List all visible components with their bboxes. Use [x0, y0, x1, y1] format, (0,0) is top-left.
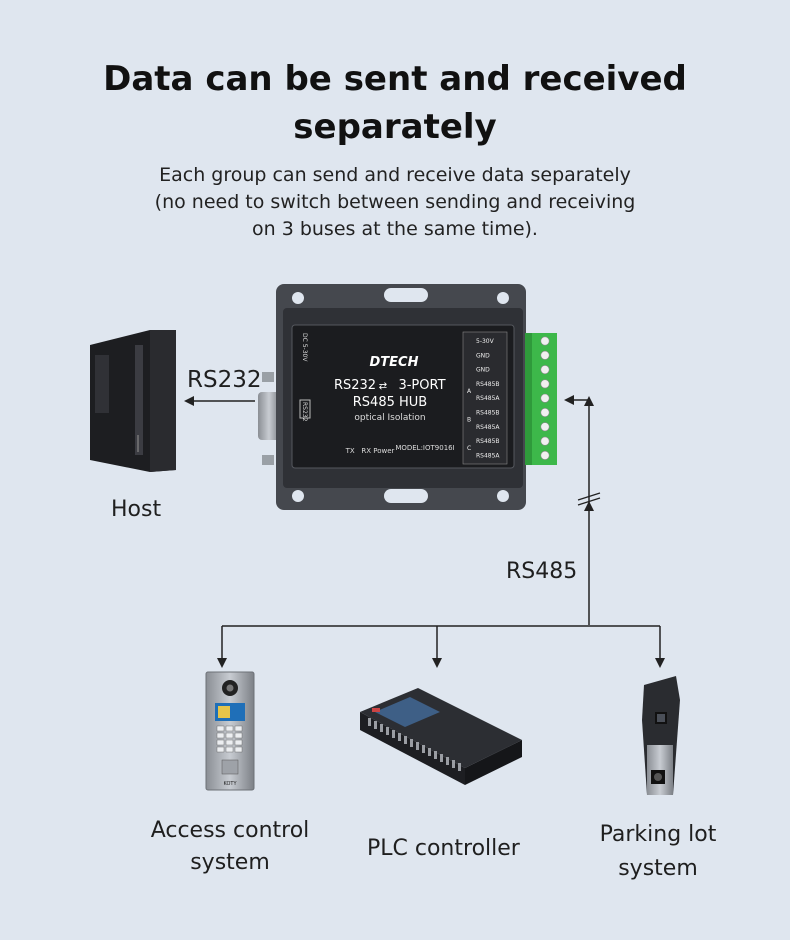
host-computer-icon	[90, 330, 176, 472]
bus-slash-1	[577, 492, 601, 501]
parking-label-line-1: Parking lot	[599, 822, 717, 847]
page-description: Each group can send and receive data sep…	[0, 162, 790, 243]
title-line-2: separately	[293, 107, 497, 147]
rs485-label: RS485	[506, 559, 578, 584]
terminal-screw	[540, 350, 550, 360]
terminal-label: RS485B	[476, 381, 500, 388]
plc-terminal-pin	[380, 724, 383, 732]
access-label-line-2: system	[190, 850, 270, 875]
terminal-screw	[540, 436, 550, 446]
device-brand: DTECH	[370, 355, 419, 370]
terminal-screw	[540, 393, 550, 403]
description-line-3: on 3 buses at the same time).	[252, 218, 538, 240]
terminal-label: GND	[476, 367, 490, 374]
keypad-key	[216, 725, 225, 732]
keypad-key	[234, 746, 243, 753]
access-label-line-1: Access control	[150, 818, 310, 843]
terminal-label: GND	[476, 352, 490, 359]
access-panel-brand: KOTY	[223, 781, 237, 787]
terminal-label: RS485B	[476, 438, 500, 445]
rs485-hub-device	[258, 284, 557, 510]
plc-terminal-pin	[404, 736, 407, 744]
terminal-label: 5-30V	[476, 338, 495, 345]
host-label: Host	[111, 497, 162, 522]
plc-terminal-pin	[422, 745, 425, 753]
plc-terminal-pin	[440, 754, 443, 762]
device-model-rs232: RS232	[334, 378, 376, 393]
device-model-ports: 3-PORT	[398, 378, 445, 393]
keypad-key	[225, 725, 234, 732]
rs232-label: RS232	[187, 367, 262, 393]
terminal-label: RS485A	[476, 424, 500, 431]
parking-label-line-2: system	[618, 856, 698, 881]
plc-controller-icon	[360, 688, 522, 785]
terminal-screw	[540, 379, 550, 389]
plc-terminal-pin	[458, 763, 461, 771]
keypad-key	[216, 739, 225, 746]
device-leds: TX RX Power	[345, 447, 395, 455]
device-isolation: optical Isolation	[354, 413, 425, 423]
keypad-key	[225, 746, 234, 753]
terminal-label: RS485A	[476, 395, 500, 402]
plc-terminal-pin	[398, 733, 401, 741]
plc-terminal-pin	[428, 748, 431, 756]
plc-terminal-pin	[452, 760, 455, 768]
terminal-label: RS485B	[476, 410, 500, 417]
terminal-screw	[540, 407, 550, 417]
keypad-key	[216, 746, 225, 753]
terminal-screw	[540, 422, 550, 432]
plc-terminal-pin	[434, 751, 437, 759]
bus-slash-2	[577, 497, 601, 506]
terminal-group-label: B	[467, 417, 471, 424]
plc-terminal-pin	[374, 721, 377, 729]
terminal-label: RS485A	[476, 452, 500, 459]
description-line-1: Each group can send and receive data sep…	[159, 164, 631, 186]
device-model-number: MODEL:IOT9016I	[395, 444, 454, 452]
plc-terminal-pin	[368, 718, 371, 726]
access-control-panel-icon: KOTY	[205, 671, 255, 791]
terminal-screw	[540, 365, 550, 375]
terminal-block	[540, 336, 550, 460]
keypad-key	[225, 739, 234, 746]
device-model-hub: RS485 HUB	[353, 395, 427, 410]
terminal-group-label: C	[467, 445, 471, 452]
terminal-labels: 5-30V GND GND RS485B RS485A RS485B RS485A RS485…	[467, 338, 500, 459]
terminal-screw	[540, 450, 550, 460]
access-control-label: Access control system	[130, 815, 330, 879]
bidirectional-icon: ⇄	[379, 381, 387, 392]
plc-controller-label: PLC controller	[367, 836, 520, 861]
keypad-key	[234, 732, 243, 739]
title-line-1: Data can be sent and received	[103, 59, 687, 99]
keypad-key	[216, 732, 225, 739]
page-title: Data can be sent and received separately	[0, 55, 790, 151]
keypad-key	[225, 732, 234, 739]
device-rs232-label: RS232	[301, 402, 308, 422]
device-power-label: DC 5-30V	[301, 333, 308, 362]
description-line-2: (no need to switch between sending and r…	[154, 191, 636, 213]
plc-terminal-pin	[416, 742, 419, 750]
terminal-screw	[540, 336, 550, 346]
plc-terminal-pin	[410, 739, 413, 747]
parking-lot-label: Parking lot system	[568, 818, 748, 886]
plc-terminal-pin	[446, 757, 449, 765]
keypad-key	[234, 725, 243, 732]
parking-terminal-icon	[642, 676, 680, 795]
plc-terminal-pin	[386, 727, 389, 735]
plc-terminal-pin	[392, 730, 395, 738]
keypad-key	[234, 739, 243, 746]
terminal-group-label: A	[467, 388, 472, 395]
